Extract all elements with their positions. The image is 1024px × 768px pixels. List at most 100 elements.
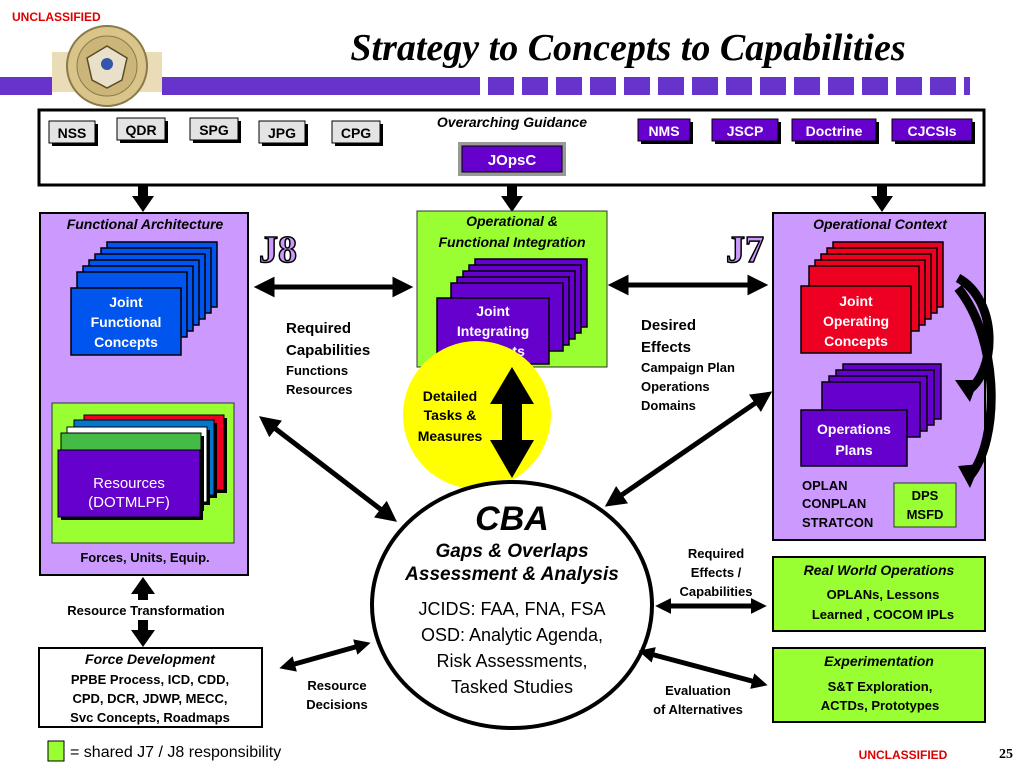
svg-text:Doctrine: Doctrine	[806, 123, 863, 139]
svg-text:CPD, DCR, JDWP, MECC,: CPD, DCR, JDWP, MECC,	[72, 691, 227, 706]
guidance-doc-cjcsis: CJCSIs	[891, 118, 975, 144]
arrow-integration-cba	[490, 367, 534, 478]
experimentation-box	[772, 647, 986, 723]
guidance-doc-nss: NSS	[48, 120, 98, 146]
real-world-operations-box	[772, 556, 986, 632]
svg-text:Operations: Operations	[641, 379, 710, 394]
svg-text:Tasks &: Tasks &	[424, 407, 477, 423]
svg-text:Functional Integration: Functional Integration	[439, 234, 586, 250]
joint-integrating-concepts-label: Joint	[476, 303, 510, 319]
svg-text:DPS: DPS	[912, 488, 939, 503]
guidance-doc-cpg: CPG	[331, 120, 383, 146]
svg-text:of Alternatives: of Alternatives	[653, 702, 743, 717]
svg-text:(DOTMLPF): (DOTMLPF)	[88, 494, 170, 511]
arrow-cba-experimentation	[638, 647, 768, 689]
header-bar	[0, 77, 970, 95]
svg-text:Functions: Functions	[286, 363, 348, 378]
svg-text:Plans: Plans	[835, 442, 873, 458]
svg-text:Concepts: Concepts	[94, 334, 158, 350]
svg-text:Concepts: Concepts	[824, 333, 888, 349]
arrow-resources-force-development	[131, 577, 155, 647]
svg-text:ACTDs, Prototypes: ACTDs, Prototypes	[821, 698, 939, 713]
desired-effects: Desired	[641, 317, 696, 334]
svg-text:SPG: SPG	[199, 122, 229, 138]
svg-text:Assessment & Analysis: Assessment & Analysis	[404, 564, 619, 585]
page-number: 25	[999, 747, 1013, 762]
guidance-heading: Overarching Guidance	[437, 114, 587, 130]
cascade-arrow	[954, 274, 996, 488]
svg-text:Capabilities: Capabilities	[680, 584, 753, 599]
svg-text:Effects: Effects	[641, 339, 691, 356]
arrow-functional-cba	[258, 416, 398, 522]
svg-text:MSFD: MSFD	[907, 507, 944, 522]
resources-label: Resources	[93, 475, 165, 492]
svg-text:Measures: Measures	[418, 428, 483, 444]
resource-transformation: Resource Transformation	[67, 603, 225, 618]
forces-units-equip: Forces, Units, Equip.	[80, 550, 209, 565]
svg-text:Capabilities: Capabilities	[286, 342, 370, 359]
svg-text:Integrating: Integrating	[457, 323, 529, 339]
experimentation-heading: Experimentation	[824, 653, 934, 669]
plan-type-oplan: OPLAN	[802, 478, 848, 493]
operational-context-heading: Operational Context	[813, 216, 948, 232]
required-effects: Required	[688, 546, 744, 561]
joint-functional-concepts-stack: Joint Functional Concepts	[70, 241, 218, 356]
guidance-doc-jopsc: JOpsC	[458, 142, 566, 176]
detailed-tasks-label: Detailed	[423, 388, 477, 404]
joint-operating-concepts-stack: Joint Operating Concepts	[800, 241, 944, 354]
real-world-heading: Real World Operations	[804, 562, 955, 578]
svg-text:S&T Exploration,: S&T Exploration,	[828, 679, 933, 694]
cba-body: JCIDS: FAA, FNA, FSA	[418, 599, 605, 619]
arrow-operational-cba	[604, 391, 773, 507]
arrow-guidance-to-functional	[132, 185, 154, 212]
svg-text:QDR: QDR	[125, 122, 156, 138]
functional-architecture-heading: Functional Architecture	[67, 216, 224, 232]
svg-text:Decisions: Decisions	[306, 697, 367, 712]
svg-text:Svc Concepts, Roadmaps: Svc Concepts, Roadmaps	[70, 710, 230, 725]
svg-text:Operating: Operating	[823, 313, 889, 329]
svg-text:OPLANs, Lessons: OPLANs, Lessons	[827, 587, 940, 602]
svg-text:Risk Assessments,: Risk Assessments,	[436, 651, 587, 671]
integration-heading: Operational &	[466, 213, 558, 229]
svg-text:Functional: Functional	[91, 314, 162, 330]
legend-green-swatch	[47, 740, 65, 762]
resources-stack: Resources (DOTMLPF)	[57, 414, 227, 520]
joint-functional-concepts-label: Joint	[109, 294, 143, 310]
legend-text: = shared J7 / J8 responsibility	[70, 744, 281, 761]
resource-decisions: Resource	[307, 678, 366, 693]
svg-text:Learned , COCOM IPLs: Learned , COCOM IPLs	[812, 607, 954, 622]
arrow-guidance-to-operational	[871, 185, 893, 212]
joint-operating-concepts-label: Joint	[839, 293, 873, 309]
j7-label: J7	[726, 229, 764, 271]
svg-text:Domains: Domains	[641, 398, 696, 413]
svg-text:Effects /: Effects /	[691, 565, 742, 580]
svg-text:JSCP: JSCP	[727, 123, 764, 139]
plan-type-conplan: CONPLAN	[802, 496, 866, 511]
svg-text:PPBE Process, ICD, CDD,: PPBE Process, ICD, CDD,	[71, 672, 229, 687]
guidance-doc-nms: NMS	[637, 118, 693, 144]
joint-integrating-concepts-stack: Joint Integrating Concepts	[436, 258, 588, 365]
guidance-doc-doctrine: Doctrine	[791, 118, 879, 144]
svg-text:Resources: Resources	[286, 382, 352, 397]
cba-subtitle: Gaps & Overlaps	[435, 541, 588, 562]
guidance-doc-spg: SPG	[189, 117, 241, 143]
evaluation-of-alternatives: Evaluation	[665, 683, 731, 698]
force-development-box	[38, 647, 263, 728]
operations-plans-label: Operations	[817, 421, 891, 437]
required-capabilities: Required	[286, 320, 351, 337]
svg-text:CPG: CPG	[341, 125, 371, 141]
force-development-heading: Force Development	[85, 651, 216, 667]
bottom-classification: UNCLASSIFIED	[859, 748, 948, 762]
arrow-force-development-cba	[279, 639, 371, 672]
svg-text:NSS: NSS	[58, 125, 87, 141]
slide-title: Strategy to Concepts to Capabilities	[350, 27, 905, 69]
guidance-doc-jpg: JPG	[258, 120, 308, 146]
svg-text:Tasked Studies: Tasked Studies	[451, 677, 573, 697]
top-classification: UNCLASSIFIED	[12, 10, 101, 24]
svg-text:Campaign Plan: Campaign Plan	[641, 360, 735, 375]
svg-text:JOpsC: JOpsC	[488, 152, 537, 169]
guidance-doc-jscp: JSCP	[711, 118, 781, 144]
j8-label: J8	[259, 229, 297, 271]
svg-text:JPG: JPG	[268, 125, 296, 141]
